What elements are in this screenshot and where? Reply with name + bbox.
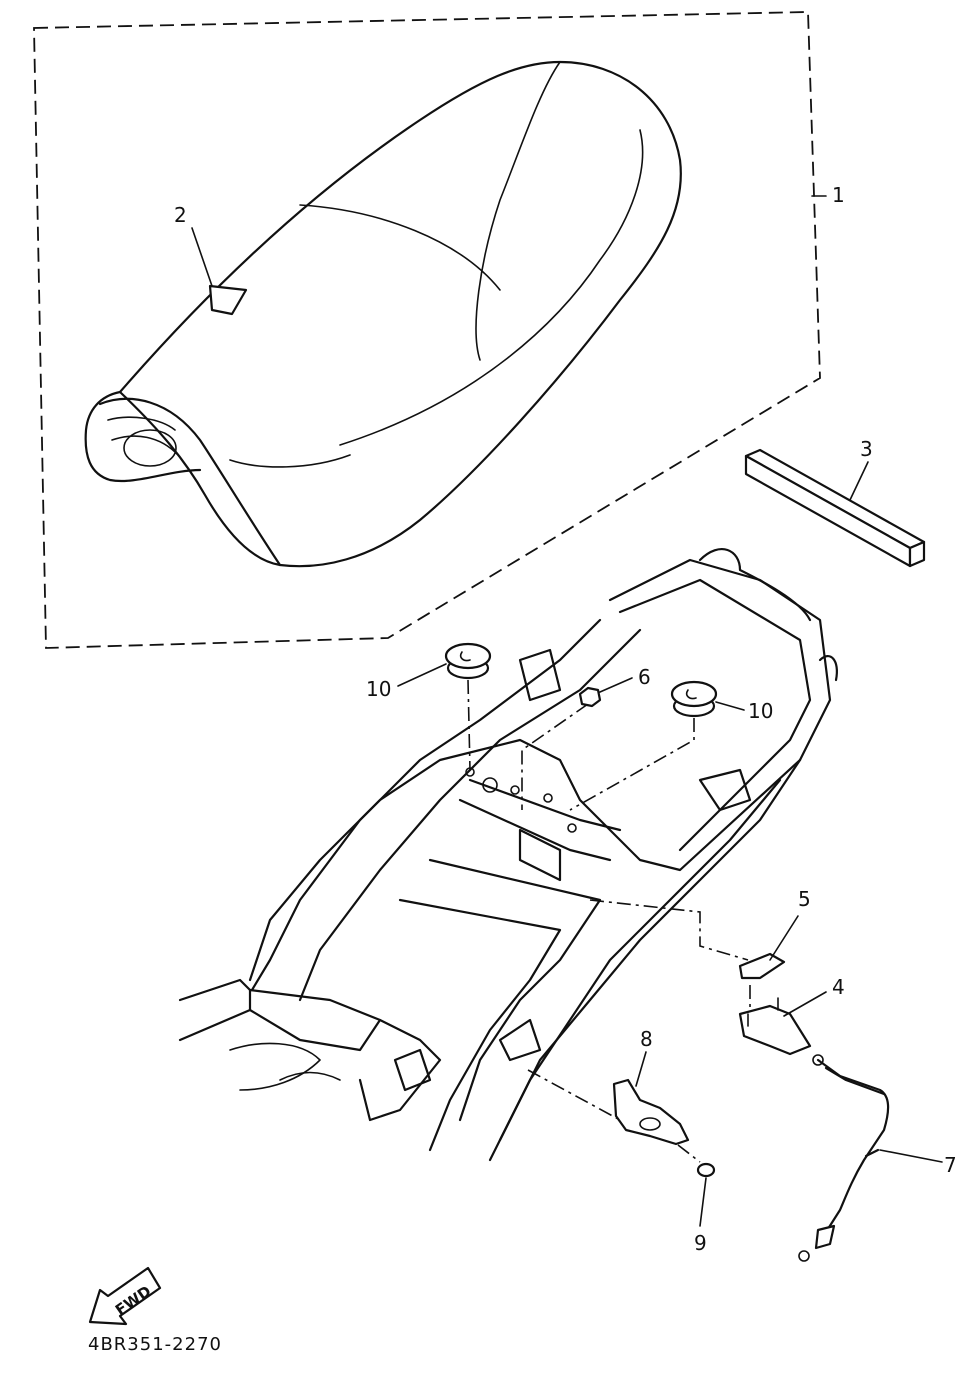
callout-9: 9	[694, 1231, 707, 1255]
callout-7: 7	[944, 1153, 957, 1177]
diagram-code: 4BR351-2270	[88, 1334, 222, 1355]
callout-3: 3	[860, 437, 873, 461]
plate-part-5	[738, 952, 786, 980]
callout-4: 4	[832, 975, 845, 999]
callout-leader-6	[599, 677, 633, 693]
leader-10a	[467, 679, 471, 771]
callout-leader-5	[769, 915, 799, 961]
key-lock-part-8	[612, 1078, 690, 1146]
seat-lock-part-4	[738, 997, 812, 1056]
callout-6: 6	[638, 665, 651, 689]
seat	[84, 60, 682, 568]
callout-10a: 10	[366, 677, 391, 701]
callout-2: 2	[174, 203, 187, 227]
leader-9	[677, 1144, 701, 1163]
leader-6	[521, 703, 589, 810]
fwd-arrow-icon: FWD	[88, 1266, 162, 1326]
leader-10b	[569, 718, 695, 811]
grommet-part-10b	[670, 680, 718, 718]
callout-8: 8	[640, 1027, 653, 1051]
seat-lock-cable-part-7	[798, 1054, 890, 1262]
seat-hook-part-2	[191, 227, 248, 316]
grommet-part-10a	[444, 642, 492, 680]
screw-part-9	[696, 1162, 716, 1178]
callout-1: 1	[832, 183, 845, 207]
callout-leader-4	[783, 991, 827, 1017]
callout-5: 5	[798, 887, 811, 911]
callout-10b: 10	[748, 699, 773, 723]
nut-part-6	[578, 686, 602, 708]
leader-5	[589, 899, 749, 961]
callout-leader-9	[699, 1177, 707, 1227]
callout-leader-7	[879, 1149, 943, 1163]
rear-frame	[178, 548, 838, 1162]
callout-leader-10a	[397, 663, 447, 687]
callout-leader-8	[635, 1051, 647, 1087]
foam-strip-part-3	[744, 448, 926, 568]
callout-leader-10b	[715, 701, 745, 711]
leader-8	[527, 1069, 621, 1121]
seat-assembly-boundary	[33, 11, 821, 649]
